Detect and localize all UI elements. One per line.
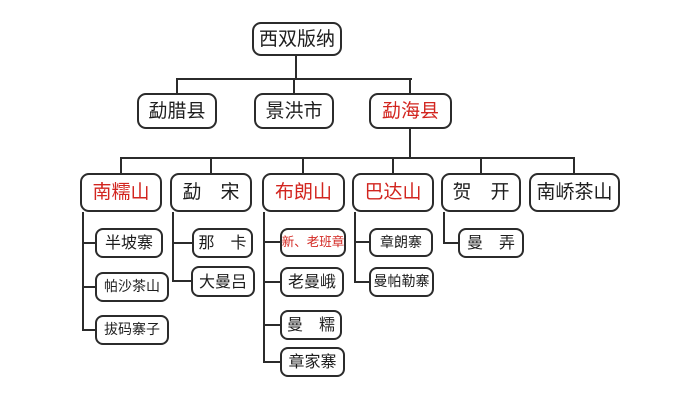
- connector-line: [120, 157, 575, 159]
- node-mannuo: 曼 糯: [280, 310, 342, 340]
- connector-line: [354, 281, 369, 283]
- node-mengla-county: 勐腊县: [137, 93, 217, 129]
- node-mengsong: 勐 宋: [170, 173, 252, 212]
- connector-line: [354, 241, 369, 243]
- node-jinghong-city: 景洪市: [254, 93, 334, 129]
- node-naka: 那 卡: [192, 228, 253, 258]
- connector-line: [120, 157, 122, 173]
- node-nannuo-mountain: 南糯山: [80, 173, 162, 212]
- connector-line: [354, 212, 356, 282]
- node-bulang-mountain: 布朗山: [262, 173, 345, 212]
- connector-line: [443, 242, 458, 244]
- node-banpo-village: 半坡寨: [95, 228, 163, 258]
- node-damanlu: 大曼吕: [191, 266, 255, 297]
- connector-line: [480, 157, 482, 173]
- connector-line: [82, 242, 95, 244]
- connector-line: [176, 78, 178, 93]
- connector-line: [409, 78, 411, 93]
- connector-line: [263, 241, 280, 243]
- connector-line: [82, 286, 95, 288]
- node-mannong: 曼 弄: [458, 228, 524, 258]
- connector-line: [443, 212, 445, 243]
- connector-line: [263, 281, 280, 283]
- node-zhangjia-village: 章家寨: [280, 347, 345, 377]
- connector-line: [263, 324, 280, 326]
- node-xin-lao-banzhang: 新、老班章: [280, 228, 346, 257]
- connector-line: [172, 280, 192, 282]
- connector-line: [573, 157, 575, 173]
- node-bada-mountain: 巴达山: [352, 173, 434, 212]
- connector-line: [295, 56, 297, 78]
- connector-line: [409, 129, 411, 157]
- connector-line: [82, 212, 84, 331]
- connector-line: [263, 361, 280, 363]
- node-xishuangbanna: 西双版纳: [252, 22, 342, 56]
- node-menghai-county: 勐海县: [369, 93, 452, 129]
- connector-line: [392, 157, 394, 173]
- node-laomane: 老曼峨: [280, 267, 344, 297]
- connector-line: [302, 157, 304, 173]
- connector-line: [263, 212, 265, 363]
- connector-line: [210, 157, 212, 173]
- connector-line: [172, 212, 174, 282]
- node-pasha-tea-mountain: 帕沙茶山: [95, 272, 169, 302]
- connector-line: [82, 329, 95, 331]
- node-zhanglang-village: 章朗寨: [369, 228, 433, 257]
- node-nanqiao-tea-mountain: 南峤茶山: [529, 173, 620, 212]
- connector-line: [172, 242, 192, 244]
- connector-line: [293, 78, 295, 93]
- node-manpale-village: 曼帕勒寨: [369, 267, 434, 297]
- node-bama-village: 拔码寨子: [95, 315, 169, 345]
- node-hekai: 贺 开: [441, 173, 521, 212]
